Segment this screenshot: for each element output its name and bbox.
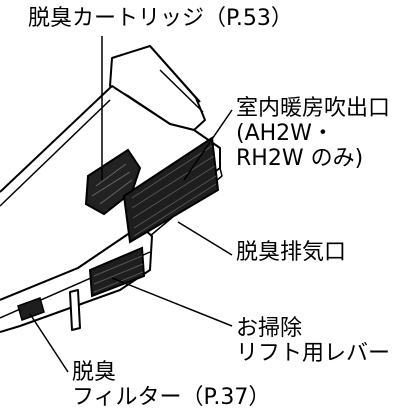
exhaust-outlet-grill [88,246,146,298]
label-cleaning-lift-lever: お掃除 リフト用レバー [236,316,390,366]
label-deodorizing-cartridge: 脱臭カートリッジ（P.53） [28,6,293,31]
leader-outlet [183,109,233,181]
label-outlet-line-1: 室内暖房吹出口 [236,96,391,121]
deodorizing-filter-shape [17,297,45,321]
label-lever-line-1: お掃除 [236,316,303,341]
label-deodorizing-filter: 脱臭 フィルター（P.37） [72,360,270,410]
label-filter-line-1: 脱臭 [72,360,117,385]
label-outlet-line-3: RH2W のみ) [236,146,364,171]
label-outlet-line-2: (AH2W・ [236,121,334,146]
leader-lever [111,277,233,327]
leader-filter [29,313,69,373]
label-indoor-heating-outlet: 室内暖房吹出口 (AH2W・ RH2W のみ) [236,96,390,171]
label-lever-line-2: リフト用レバー [236,341,391,366]
label-deodorizing-exhaust: 脱臭排気口 [236,240,347,265]
leader-lines [29,36,233,373]
label-filter-line-2: フィルター（P.37） [72,385,271,410]
leader-exhaust [177,221,233,256]
